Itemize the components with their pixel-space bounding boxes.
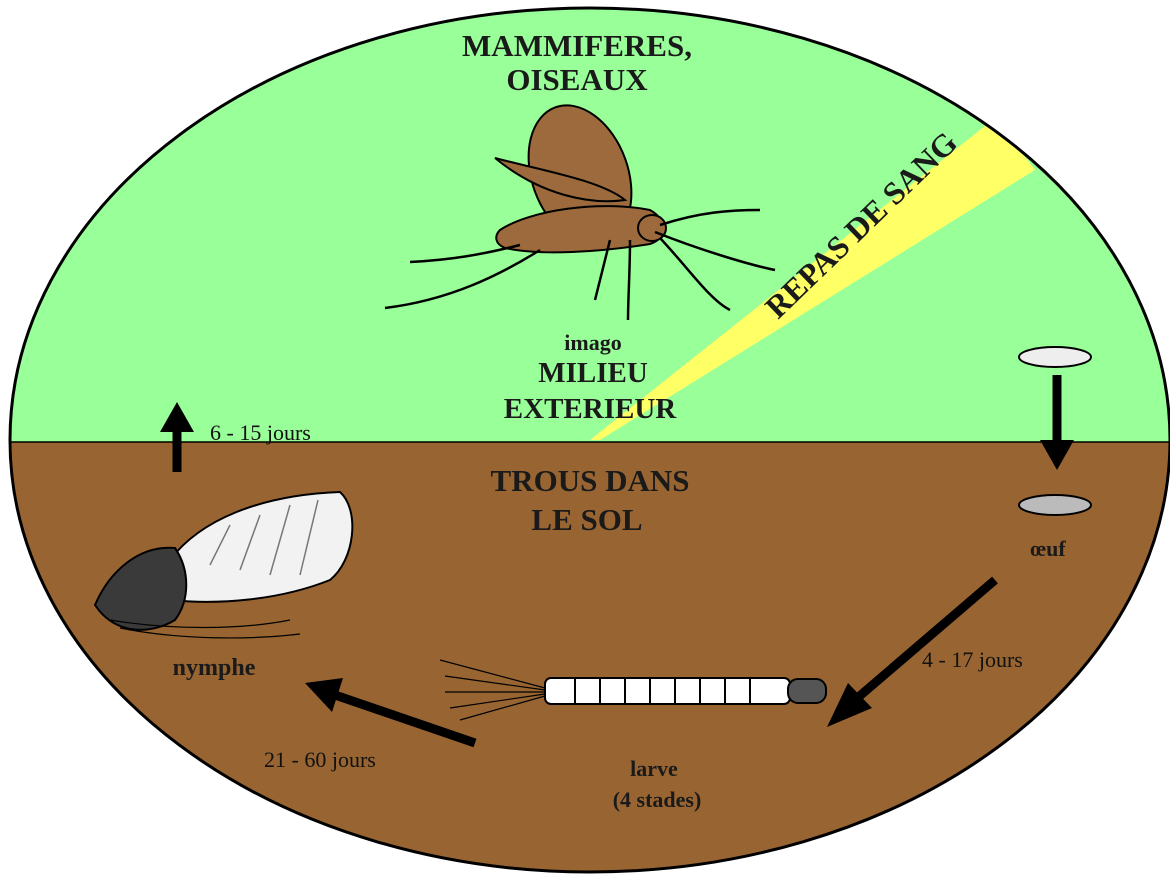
environment-label-line1: MILIEU	[538, 357, 648, 389]
hosts-label-line1: MAMMIFERES,	[462, 28, 692, 63]
pupa-label: nymphe	[173, 655, 256, 681]
adult-label: imago	[564, 330, 621, 355]
larva-label-line1: larve	[630, 756, 678, 781]
larva-to-pupa-duration: 21 - 60 jours	[264, 747, 376, 772]
larva-label-line2: (4 stades)	[613, 787, 702, 812]
pupa-to-adult-duration: 6 - 15 jours	[210, 420, 311, 445]
egg-icon-laid	[1019, 347, 1091, 367]
egg-to-larva-duration: 4 - 17 jours	[922, 647, 1023, 672]
egg-icon	[1019, 495, 1091, 515]
egg-label: œuf	[1030, 536, 1066, 561]
environment-label-line2: EXTERIEUR	[504, 393, 677, 425]
habitat-label-line2: LE SOL	[531, 502, 642, 537]
habitat-label-line1: TROUS DANS	[491, 463, 690, 498]
hosts-label-line2: OISEAUX	[506, 62, 648, 97]
